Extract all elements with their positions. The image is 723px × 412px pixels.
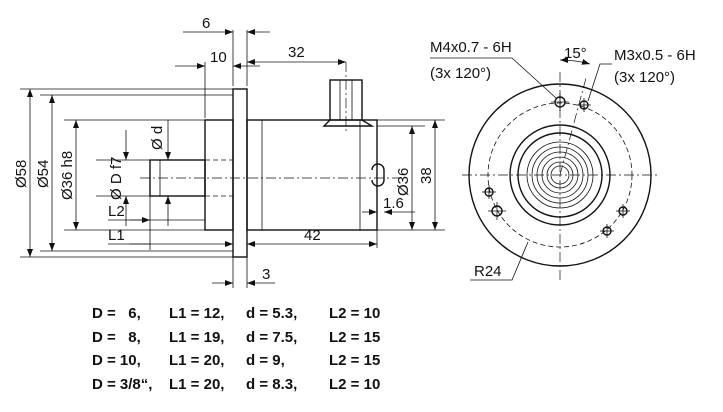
variant-d: d = 5.3, (246, 305, 298, 322)
variant-d: d = 9, (246, 352, 285, 369)
dim-3: 3 (262, 266, 270, 283)
dim-L1: L1 (108, 227, 125, 244)
radius-24: R24 (474, 263, 502, 280)
variant-L2: L2 = 15 (329, 328, 381, 346)
variant-row: D = 8, L1 = 19, d = 7.5, L2 = 15 (92, 326, 399, 350)
side-view: 6 10 32 Ø58 Ø54 Ø36 h8 Ø D f7 Ø d L2 (13, 15, 445, 288)
variant-L1: L1 = 20, (169, 352, 225, 369)
variant-L1: L1 = 20, (169, 375, 225, 393)
variant-row: D = 10, L1 = 20, d = 9, L2 = 15 (92, 349, 399, 373)
thread-left-line1: M4x0.7 - 6H (430, 39, 512, 56)
variant-d: d = 8.3, (246, 375, 298, 393)
variant-table: D = 6, L1 = 12, d = 5.3, L2 = 10 D = 8, … (92, 302, 399, 396)
variant-L2: L2 = 10 (329, 375, 381, 393)
variant-row: D = 6, L1 = 12, d = 5.3, L2 = 10 (92, 302, 399, 326)
angle-15: 15° (564, 45, 587, 62)
variant-D: D = 10, (92, 352, 141, 369)
dim-36h8: Ø36 h8 (59, 151, 76, 200)
dim-L2: L2 (108, 203, 125, 220)
variant-d: d = 7.5, (246, 328, 298, 346)
variant-D: D = 8, (92, 328, 141, 346)
variant-D: D = 3/8“, (92, 375, 153, 393)
dim-58: Ø58 (13, 160, 30, 188)
dim-38: 38 (418, 167, 435, 184)
dim-d: Ø d (149, 126, 166, 150)
thread-right-line2: (3x 120°) (614, 69, 675, 86)
variant-L1: L1 = 12, (169, 305, 225, 322)
dim-42: 42 (304, 227, 321, 244)
dim-Df7: Ø D f7 (108, 157, 125, 200)
variant-L1: L1 = 19, (169, 328, 225, 346)
front-view: 15° M4x0.7 - 6H (3x 120°) M3x0.5 - 6H (3… (430, 39, 696, 281)
thread-right-line1: M3x0.5 - 6H (614, 47, 696, 64)
variant-row: D = 3/8“, L1 = 20, d = 8.3, L2 = 10 (92, 373, 399, 397)
dim-32: 32 (288, 44, 305, 61)
variant-L2: L2 = 10 (329, 305, 381, 322)
variant-D: D = 6, (92, 305, 141, 322)
mounting-holes (482, 93, 630, 238)
dim-54: Ø54 (35, 160, 52, 188)
dim-6: 6 (202, 15, 210, 32)
thread-left-line2: (3x 120°) (430, 65, 491, 82)
dim-10: 10 (210, 49, 227, 66)
variant-L2: L2 = 15 (329, 352, 381, 369)
dim-36-right: Ø36 (395, 168, 412, 196)
dim-1-6: 1.6 (383, 195, 404, 212)
